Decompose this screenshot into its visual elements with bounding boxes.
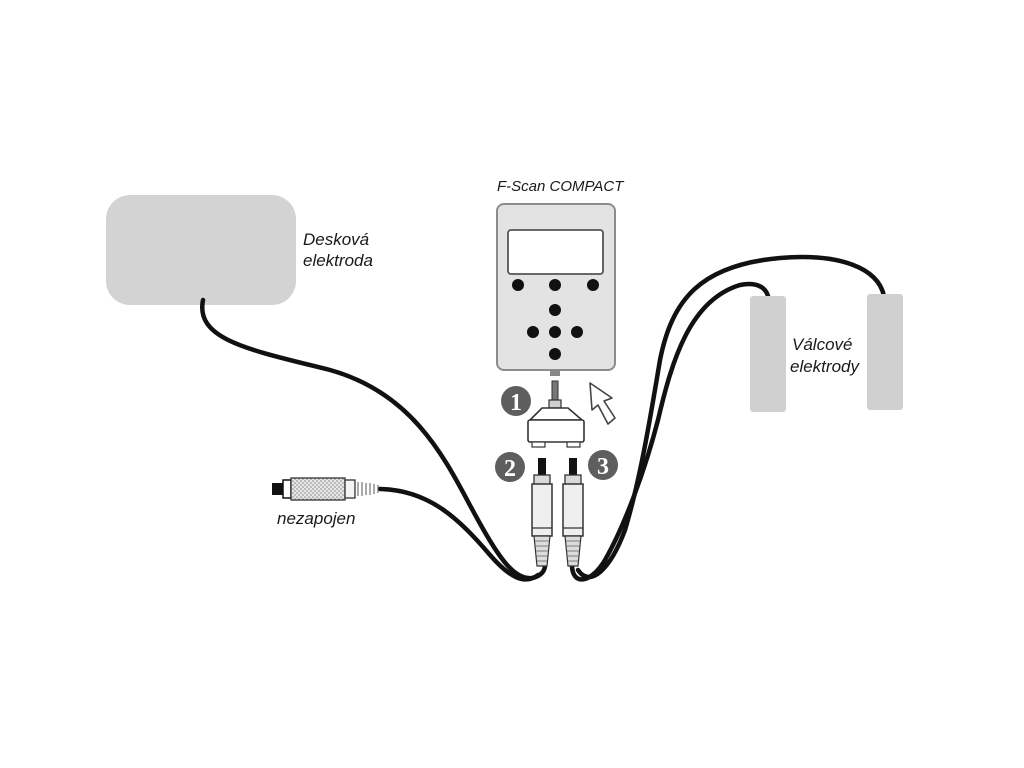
- black-dot-icon: [549, 348, 561, 360]
- cylinder-electrodes: Válcové elektrody: [750, 294, 903, 412]
- plate-electrode-cable: [199, 297, 548, 581]
- black-dot-icon: [571, 326, 583, 338]
- fscan-device: F-Scan COMPACT: [496, 178, 625, 376]
- unplugged-connector-cable: [377, 486, 541, 582]
- arrow-pointer-icon: [589, 382, 616, 425]
- black-dot-icon: [549, 326, 561, 338]
- plate-electrode-label-line1: Desková: [303, 230, 369, 249]
- cylinder-cable-right: [575, 254, 887, 580]
- plate-electrode: Desková elektroda: [106, 195, 373, 305]
- unplugged-connector-collar: [344, 479, 356, 499]
- black-dot-icon: [587, 279, 599, 291]
- cylinder-electrodes-label-line1: Válcové: [792, 335, 852, 354]
- device-buttons: [512, 279, 599, 360]
- unplugged-connector-ring: [282, 479, 292, 499]
- unplugged-connector-strain-relief: [357, 482, 379, 496]
- plug-left-pin: [538, 458, 546, 476]
- adapter-block: [527, 419, 585, 443]
- plug-right-pin: [569, 458, 577, 476]
- unplugged-connector-body: [290, 477, 346, 501]
- cylinder-electrode-left: [750, 296, 786, 412]
- black-dot-icon: [512, 279, 524, 291]
- adapter-port-right: [566, 441, 581, 448]
- unplugged-connector: nezapojen: [272, 477, 379, 528]
- plate-electrode-label-line2: elektroda: [303, 251, 373, 270]
- plug-right: [562, 458, 584, 567]
- step-badge-1-text: 1: [510, 390, 522, 416]
- cylinder-electrodes-label-line2: elektrody: [790, 357, 860, 376]
- adapter-body: [528, 407, 585, 421]
- black-dot-icon: [549, 279, 561, 291]
- step-badge-1: 1: [501, 386, 531, 416]
- step-badge-3-text: 3: [597, 454, 609, 480]
- plug-left: [531, 458, 553, 567]
- unplugged-connector-label: nezapojen: [277, 509, 355, 528]
- adapter-port-left: [531, 441, 546, 448]
- device-display: [507, 229, 604, 275]
- black-dot-icon: [549, 304, 561, 316]
- adapter-pin-base: [548, 399, 562, 409]
- cylinder-cable-left: [569, 281, 771, 582]
- step-badge-2-text: 2: [504, 456, 516, 482]
- step-badge-3: 3: [588, 450, 618, 480]
- step-badge-2: 2: [495, 452, 525, 482]
- black-dot-icon: [527, 326, 539, 338]
- unplugged-connector-tip: [272, 483, 284, 495]
- plate-electrode-pad: [106, 195, 296, 305]
- device-title: F-Scan COMPACT: [497, 178, 625, 195]
- cables: [199, 254, 887, 582]
- device-socket: [550, 370, 560, 376]
- cylinder-electrode-right: [867, 294, 903, 410]
- splitter-adapter: [527, 380, 585, 448]
